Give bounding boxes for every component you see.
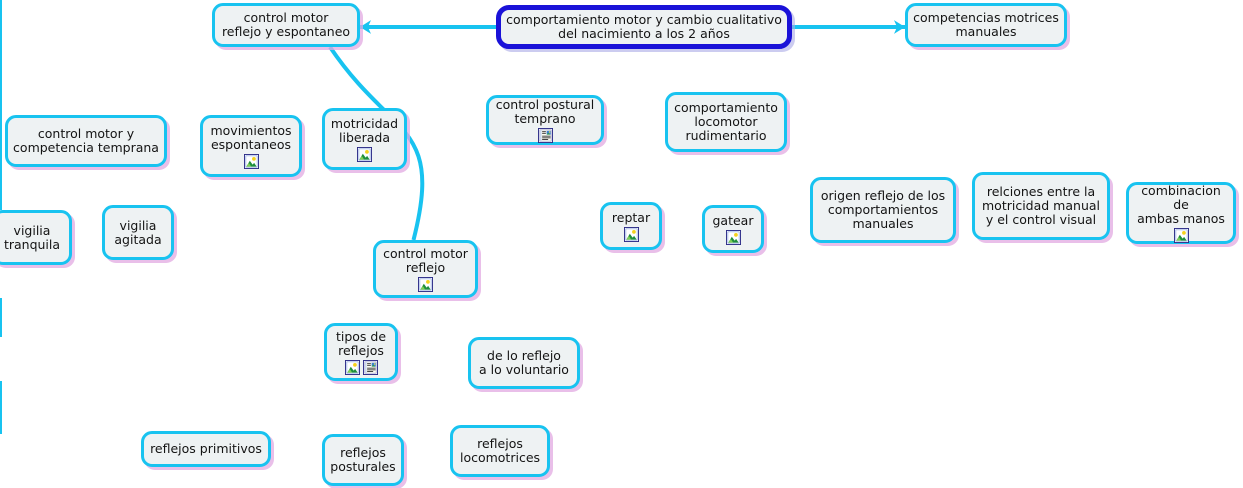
node-dlrv[interactable]: de lo reflejo a lo voluntario [468, 337, 580, 389]
node-label: tipos de reflejos [335, 328, 387, 358]
arrowhead-cmm [894, 20, 905, 34]
node-reptar[interactable]: reptar [600, 202, 662, 250]
node-vagi[interactable]: vigilia agitada [102, 205, 174, 260]
node-label: combinacion de ambas manos [1137, 182, 1225, 226]
node-icons [725, 229, 741, 245]
document-icon[interactable] [362, 359, 378, 375]
node-label: vigilia agitada [114, 217, 162, 247]
image-icon[interactable] [344, 359, 360, 375]
node-vtra[interactable]: vigilia tranquila [0, 210, 72, 265]
node-gatear[interactable]: gatear [702, 205, 764, 253]
node-label: movimientos espontaneos [210, 122, 292, 152]
node-icons [418, 276, 433, 292]
node-icons [623, 226, 639, 242]
node-label: motricidad liberada [330, 115, 399, 145]
image-icon[interactable] [418, 276, 433, 292]
node-clr[interactable]: comportamiento locomotor rudimentario [665, 92, 787, 152]
node-label: control motor y competencia temprana [13, 126, 159, 155]
node-icons [357, 146, 372, 162]
node-label: gatear [712, 212, 754, 228]
node-tipos[interactable]: tipos de reflejos [324, 323, 398, 381]
node-label: competencias motrices manuales [913, 10, 1059, 39]
node-label: control motor reflejo y espontaneo [221, 10, 351, 39]
node-comb[interactable]: combinacion de ambas manos [1126, 182, 1236, 244]
node-label: vigilia tranquila [3, 222, 61, 252]
node-label: comportamiento motor y cambio cualitativ… [506, 12, 782, 41]
node-cmre[interactable]: control motor reflejo y espontaneo [212, 3, 360, 47]
image-icon[interactable] [725, 229, 741, 245]
node-icons [537, 127, 553, 143]
node-mlib[interactable]: motricidad liberada [322, 108, 407, 170]
node-icons [344, 359, 378, 375]
node-label: control motor reflejo [383, 245, 468, 275]
node-label: reptar [611, 209, 651, 225]
node-orig[interactable]: origen reflejo de los comportamientos ma… [810, 177, 956, 243]
node-cmm[interactable]: competencias motrices manuales [905, 3, 1067, 47]
node-label: reflejos primitivos [150, 441, 262, 456]
node-rprim[interactable]: reflejos primitivos [141, 431, 271, 467]
image-icon[interactable] [623, 226, 639, 242]
node-label: control postural temprano [495, 96, 595, 126]
node-icons [243, 153, 259, 169]
node-rpost[interactable]: reflejos posturales [322, 434, 404, 486]
document-icon[interactable] [537, 127, 553, 143]
image-icon[interactable] [357, 146, 372, 162]
image-icon[interactable] [1173, 227, 1189, 243]
image-icon[interactable] [243, 153, 259, 169]
node-label: origen reflejo de los comportamientos ma… [820, 188, 946, 231]
node-icons [1173, 227, 1189, 243]
node-cmr[interactable]: control motor reflejo [373, 240, 478, 298]
node-cpt[interactable]: control postural temprano [486, 95, 604, 145]
node-rloco[interactable]: reflejos locomotrices [450, 425, 550, 477]
node-root[interactable]: comportamiento motor y cambio cualitativ… [496, 5, 792, 49]
arrowhead-cmre [360, 20, 371, 34]
node-relc[interactable]: relciones entre la motricidad manual y e… [972, 172, 1110, 240]
node-label: relciones entre la motricidad manual y e… [982, 184, 1100, 227]
node-label: reflejos locomotrices [459, 436, 541, 465]
node-label: de lo reflejo a lo voluntario [479, 348, 569, 377]
node-label: comportamiento locomotor rudimentario [674, 100, 778, 143]
node-cmct[interactable]: control motor y competencia temprana [5, 115, 167, 167]
node-label: reflejos posturales [330, 445, 396, 474]
node-mesp[interactable]: movimientos espontaneos [200, 115, 302, 177]
